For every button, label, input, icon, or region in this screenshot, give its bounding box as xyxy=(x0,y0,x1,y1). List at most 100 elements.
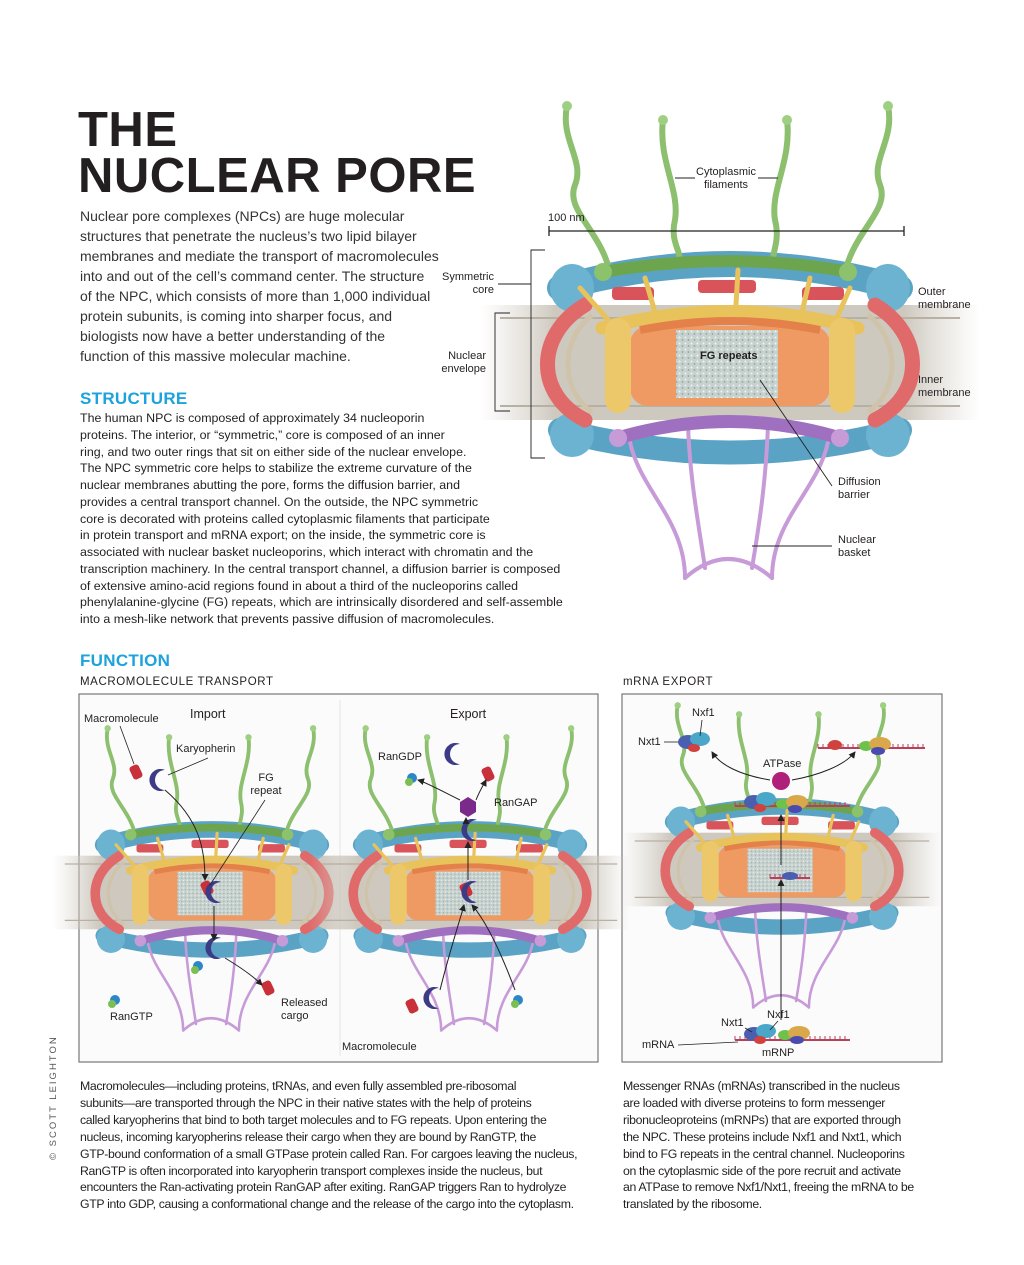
nuclear-ring xyxy=(394,926,545,945)
ran-icon xyxy=(511,995,523,1008)
label-nuclear-basket: Nuclear basket xyxy=(838,534,876,559)
label-nuclear-envelope: Nuclear envelope xyxy=(441,350,486,375)
outer-ring-bottom xyxy=(95,928,329,958)
structure-paragraph: The human NPC is composed of approximate… xyxy=(80,410,563,628)
cytoplasmic-filament xyxy=(853,703,886,814)
yellow-ring xyxy=(383,855,557,875)
label-nxt1-top: Nxt1 xyxy=(638,736,661,748)
label-mrnp: mRNP xyxy=(762,1047,795,1059)
text-line: The NPC symmetric core helps to stabiliz… xyxy=(80,461,472,476)
import-title: Import xyxy=(190,707,226,721)
cargo-icon xyxy=(405,998,419,1014)
label-rangap: RanGAP xyxy=(494,797,538,809)
scale-bar xyxy=(548,226,905,236)
label-inner-membrane: Inner membrane xyxy=(918,374,971,399)
fg-repeat-mesh xyxy=(747,848,813,893)
yellow-ring xyxy=(595,305,865,335)
outer-ring-bottom xyxy=(665,905,899,935)
text-line: nuclear membranes abutting the pore, for… xyxy=(80,478,460,492)
outer-ring-bottom xyxy=(548,418,912,465)
arrow xyxy=(471,904,516,991)
nxf1-nxt1-icon xyxy=(744,792,776,812)
scale-label: 100 nm xyxy=(548,212,585,224)
photo-credit: © SCOTT LEIGHTON xyxy=(48,1035,59,1160)
page-title-line2: NUCLEAR PORE xyxy=(78,149,477,203)
leader-lines xyxy=(494,177,833,547)
cytoplasmic-ring xyxy=(126,823,293,839)
text-line: core is decorated with proteins called c… xyxy=(80,511,490,526)
intro-paragraph: Nuclear pore complexes (NPCs) are huge m… xyxy=(80,206,439,366)
text-line: subunits—are transported through the NPC… xyxy=(80,1095,532,1110)
cytoplasmic-filament xyxy=(362,726,396,837)
text-line: provides a central transport channel. On… xyxy=(80,494,479,509)
text-line: RanGTP is often incorporated into karyop… xyxy=(80,1163,543,1178)
text-line: structures that penetrate the nucleus’s … xyxy=(80,228,417,244)
mrnp-protein-icon xyxy=(776,795,808,813)
cytoplasmic-ring xyxy=(384,823,551,839)
text-line: function of this massive molecular machi… xyxy=(80,348,351,364)
atpase-icon xyxy=(772,772,790,790)
text-line: into a mesh-like network that prevents p… xyxy=(80,612,495,626)
text-line: Nuclear pore complexes (NPCs) are huge m… xyxy=(80,208,405,224)
label-macromolecule-import: Macromolecule xyxy=(84,713,159,725)
page-title-line1: THE xyxy=(78,103,178,157)
rangap-icon xyxy=(460,797,476,817)
text-line: associated with nuclear basket nucleopor… xyxy=(80,545,534,559)
nuclear-pore-main-diagram xyxy=(480,101,980,580)
nuclear-basket xyxy=(146,931,276,1032)
karyopherin-icon xyxy=(461,819,477,841)
mrna-export-heading: mRNA EXPORT xyxy=(623,676,714,688)
text-line: GTP into GDP, causing a conformational c… xyxy=(80,1197,574,1212)
yellow-ring xyxy=(125,855,299,875)
karyopherin-icon xyxy=(423,987,439,1010)
text-line: Macromolecules—including proteins, tRNAs… xyxy=(80,1079,517,1093)
cytoplasmic-filament xyxy=(495,735,509,829)
ran-icon xyxy=(405,773,417,786)
text-line: proteins. The interior, or “symmetric,” … xyxy=(80,427,445,442)
text-line: ribonucleoproteins (mRNPs) that are expo… xyxy=(623,1112,901,1127)
nuclear-basket xyxy=(716,908,846,1009)
label-nxf1-bottom: Nxf1 xyxy=(767,1009,790,1021)
karyopherin-icon xyxy=(461,880,477,903)
cargo-icon xyxy=(261,980,275,996)
cargo-icon xyxy=(129,764,143,780)
nuclear-ring xyxy=(706,903,857,922)
mrnp-protein-icon xyxy=(859,737,891,755)
cytoplasmic-filament xyxy=(104,726,138,837)
cytoplasmic-filament xyxy=(659,117,683,263)
yellow-ring xyxy=(695,832,869,852)
text-line: called karyopherins that bind to both ta… xyxy=(80,1112,547,1127)
arrow xyxy=(475,779,487,801)
label-karyopherin: Karyopherin xyxy=(176,743,236,755)
nxf1-nxt1-icon xyxy=(744,1024,776,1044)
cytoplasmic-filament xyxy=(283,726,316,837)
text-line: nucleus, incoming karyopherins release t… xyxy=(80,1129,537,1144)
nxf1-nxt1-icon xyxy=(678,732,710,752)
function-heading: FUNCTION xyxy=(80,651,171,670)
label-macromolecule-export: Macromolecule xyxy=(342,1041,417,1053)
karyopherin-icon xyxy=(149,769,165,791)
nuclear-basket xyxy=(628,423,830,580)
karyopherin-icon xyxy=(205,937,221,959)
text-line: encounters the Ran-activating protein Ra… xyxy=(80,1180,567,1195)
arrow xyxy=(417,778,461,801)
label-rangdp: RanGDP xyxy=(378,751,423,763)
arrow xyxy=(164,789,209,881)
outer-ring-bottom xyxy=(353,928,587,958)
text-line: on the cytoplasmic side of the pore recr… xyxy=(623,1163,901,1178)
mrnp-protein-icon xyxy=(778,1026,810,1044)
text-line: phenylalanine-glycine (FG) repeats, whic… xyxy=(80,595,563,610)
text-line: biologists now have a better understandi… xyxy=(80,328,386,344)
label-diffusion-barrier: Diffusion barrier xyxy=(838,476,881,501)
nuclear-ring xyxy=(611,415,847,445)
label-cytoplasmic-filaments: Cytoplasmic filaments xyxy=(696,166,756,191)
mrna-paragraph: Messenger RNAs (mRNAs) transcribed in th… xyxy=(623,1078,914,1213)
label-nxf1-top: Nxf1 xyxy=(692,707,715,719)
text-line: of the NPC, which consists of more than … xyxy=(80,288,431,304)
arrow xyxy=(711,751,771,781)
fg-repeat-mesh xyxy=(676,330,778,398)
text-line: ring, and two outer rings that sit on ei… xyxy=(80,444,467,459)
cytoplasmic-filament xyxy=(842,103,893,275)
text-line: translated by the ribosome. xyxy=(623,1197,762,1212)
